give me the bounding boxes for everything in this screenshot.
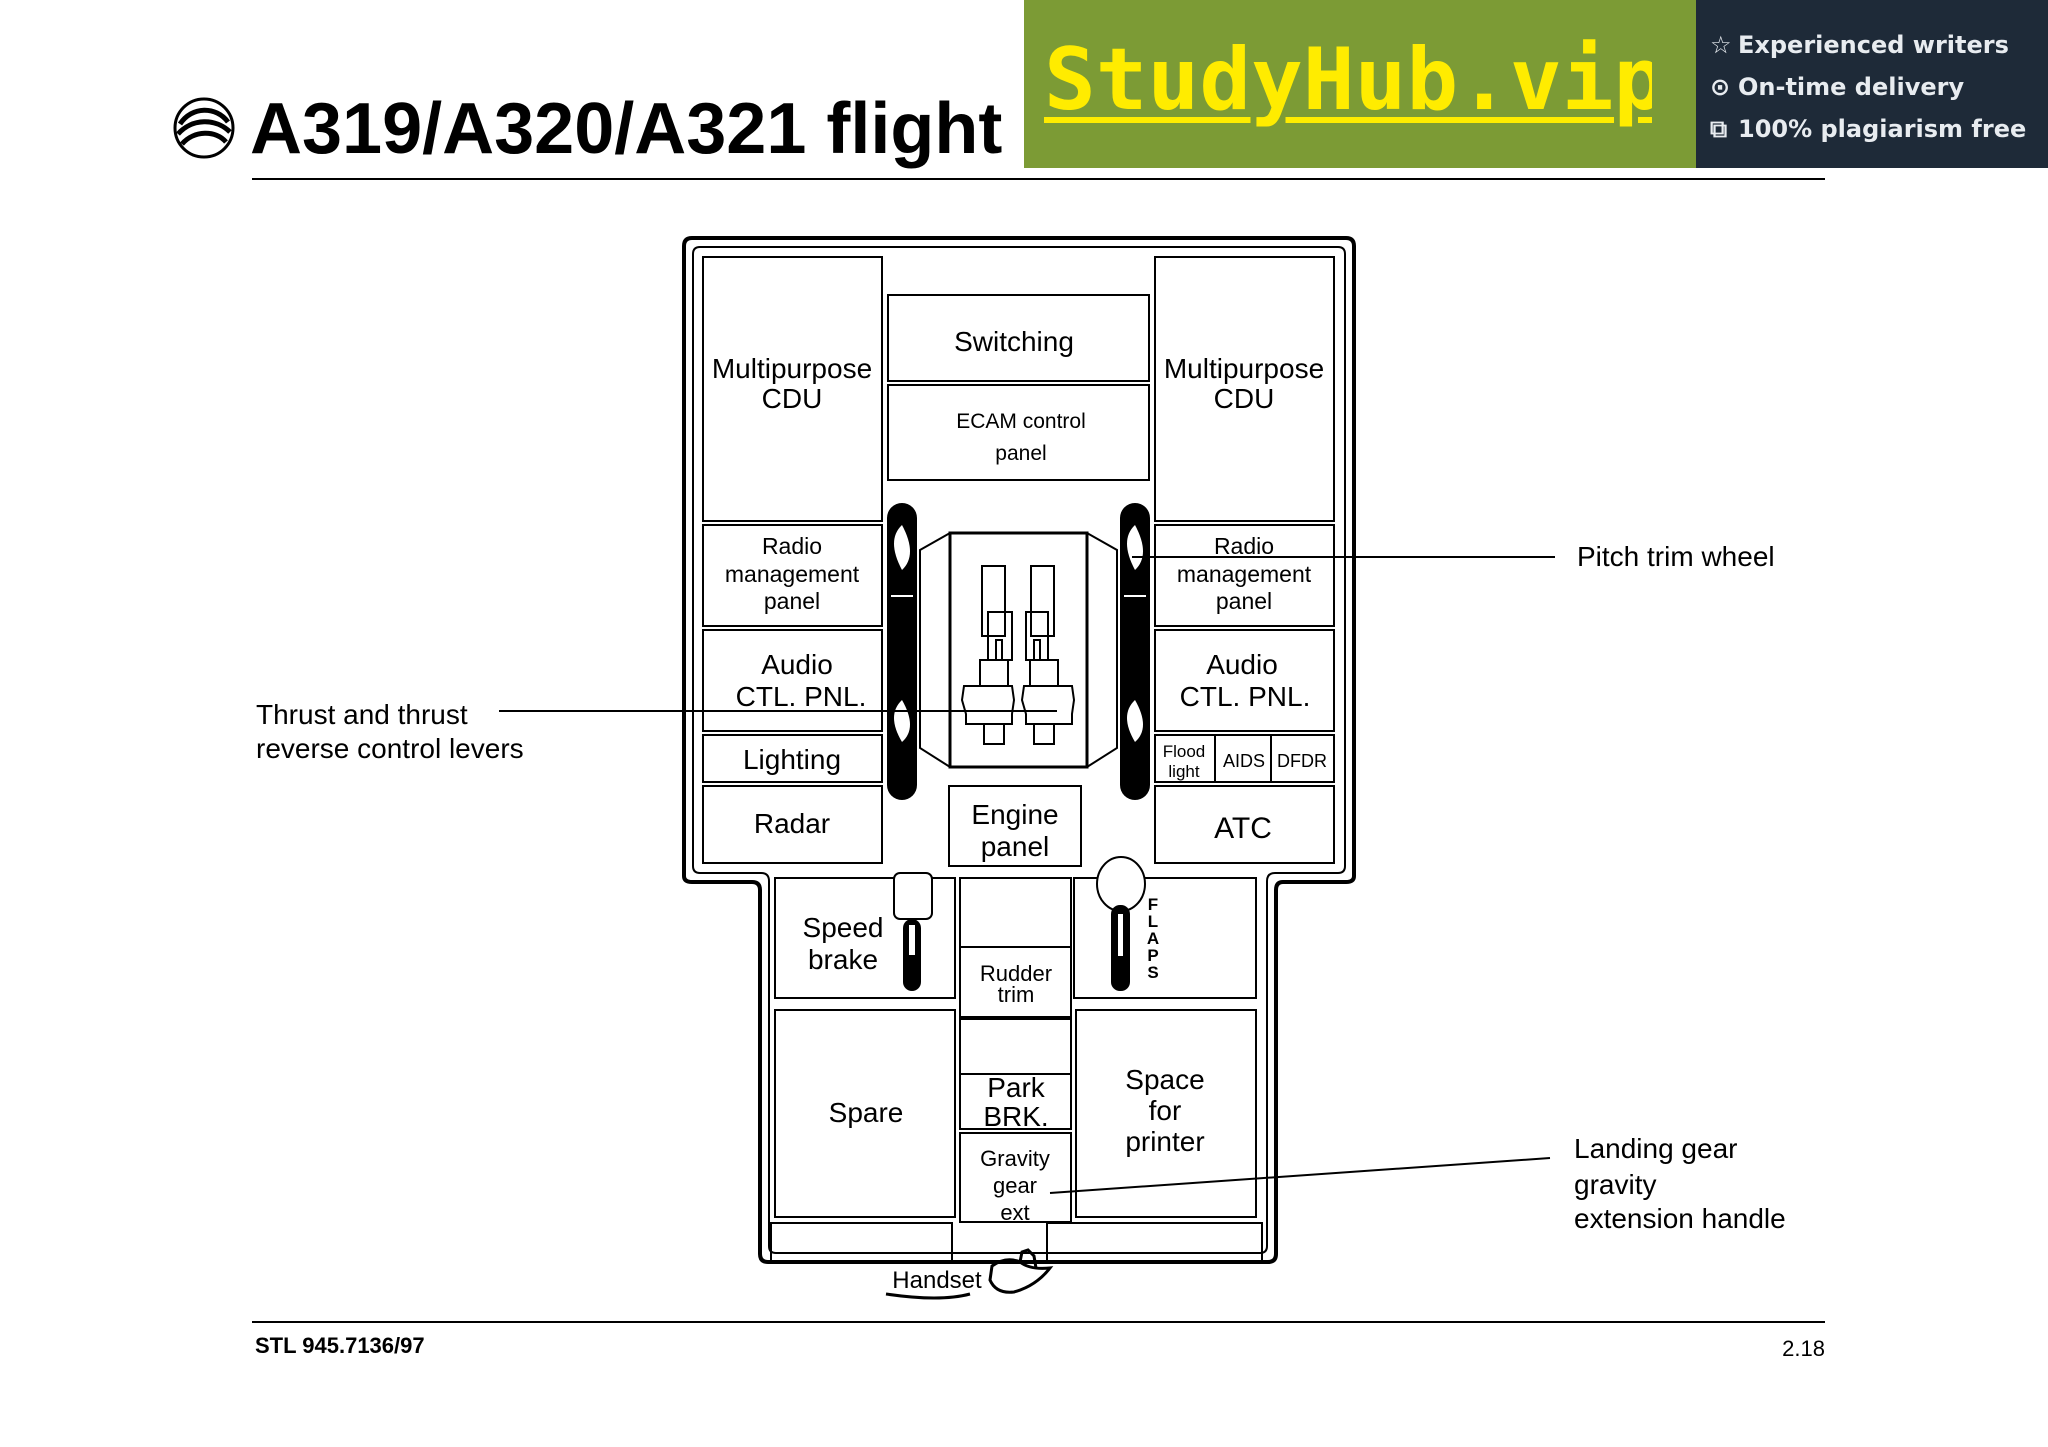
bottom-left-box [770, 1222, 953, 1262]
radar-label: Radar [754, 808, 830, 839]
bottom-right-box [1046, 1222, 1263, 1262]
spare-box [774, 1009, 956, 1218]
lighting-label: Lighting [743, 744, 841, 775]
atc-label: ATC [1214, 812, 1272, 845]
right-radio-box [1154, 524, 1335, 627]
dfdr-box [1270, 734, 1335, 783]
star-icon: ☆ [1710, 31, 1732, 59]
atc-box [1154, 785, 1335, 864]
advert-feature-text: Experienced writers [1738, 31, 2009, 59]
handset-label: Handset [892, 1267, 982, 1294]
page-title: A319/A320/A321 flight [250, 89, 1003, 169]
switching-label: Switching [954, 326, 1074, 357]
center-small-box [959, 877, 1072, 948]
advert-banner[interactable]: StudyHub.vip ☆Experienced writers ⊙On-ti… [1024, 0, 2048, 168]
ecam-box [887, 384, 1150, 481]
advert-brand: StudyHub.vip [1044, 30, 1666, 130]
pitch-trim-callout: Pitch trim wheel [1577, 541, 1775, 572]
document-reference: STL 945.7136/97 [255, 1333, 425, 1358]
right-trim-wheel[interactable] [1120, 503, 1150, 800]
radar-box [702, 785, 883, 864]
advert-feature-text: 100% plagiarism free [1738, 115, 2027, 143]
advert-feature: ☆Experienced writers [1710, 24, 2026, 66]
pedestal-outline [682, 236, 1356, 1264]
handset-holder [885, 1248, 1054, 1300]
spare-label: Spare [829, 1097, 904, 1128]
center-mid-box [959, 1018, 1072, 1075]
right-cdu-box [1154, 256, 1335, 522]
copy-icon: ⧉ [1710, 115, 1728, 143]
footer-rule [252, 1321, 1825, 1323]
advert-feature: ⊙On-time delivery [1710, 66, 2026, 108]
page-number: 2.18 [1782, 1336, 1825, 1361]
speed-brake-box [774, 877, 956, 999]
advert-brand-panel: StudyHub.vip [1024, 0, 1696, 168]
right-audio-box [1154, 629, 1335, 732]
left-cdu-box [702, 256, 883, 522]
pedestal-outline-inner [692, 246, 1346, 1254]
engine-panel-box [948, 785, 1082, 867]
switching-box [887, 294, 1150, 382]
left-radio-box [702, 524, 883, 627]
thrust-levers[interactable] [960, 565, 1076, 745]
left-audio-box [702, 629, 883, 732]
flaps-box [1073, 877, 1257, 999]
rudder-trim-box [959, 946, 1072, 1018]
advert-features: ☆Experienced writers ⊙On-time delivery ⧉… [1710, 24, 2026, 150]
advert-feature: ⧉ 100% plagiarism free [1710, 108, 2026, 150]
left-trim-wheel[interactable] [887, 503, 917, 800]
park-brk-box [959, 1073, 1072, 1130]
company-logo [173, 97, 235, 159]
speed-brake-lever[interactable] [893, 872, 933, 991]
dfdr-label: DFDR [1277, 751, 1327, 771]
advert-arrow [1652, 0, 1696, 168]
flaps-lever[interactable] [1096, 856, 1146, 991]
gravity-gear-box [959, 1132, 1072, 1223]
aids-label: AIDS [1223, 751, 1265, 771]
printer-box [1075, 1009, 1257, 1218]
advert-feature-text: On-time delivery [1738, 73, 1965, 101]
landing-gear-leader [1049, 1157, 1551, 1194]
header-rule [252, 178, 1825, 180]
lighting-box [702, 734, 883, 783]
clock-icon: ⊙ [1710, 73, 1731, 101]
thrust-quadrant [948, 531, 1089, 769]
